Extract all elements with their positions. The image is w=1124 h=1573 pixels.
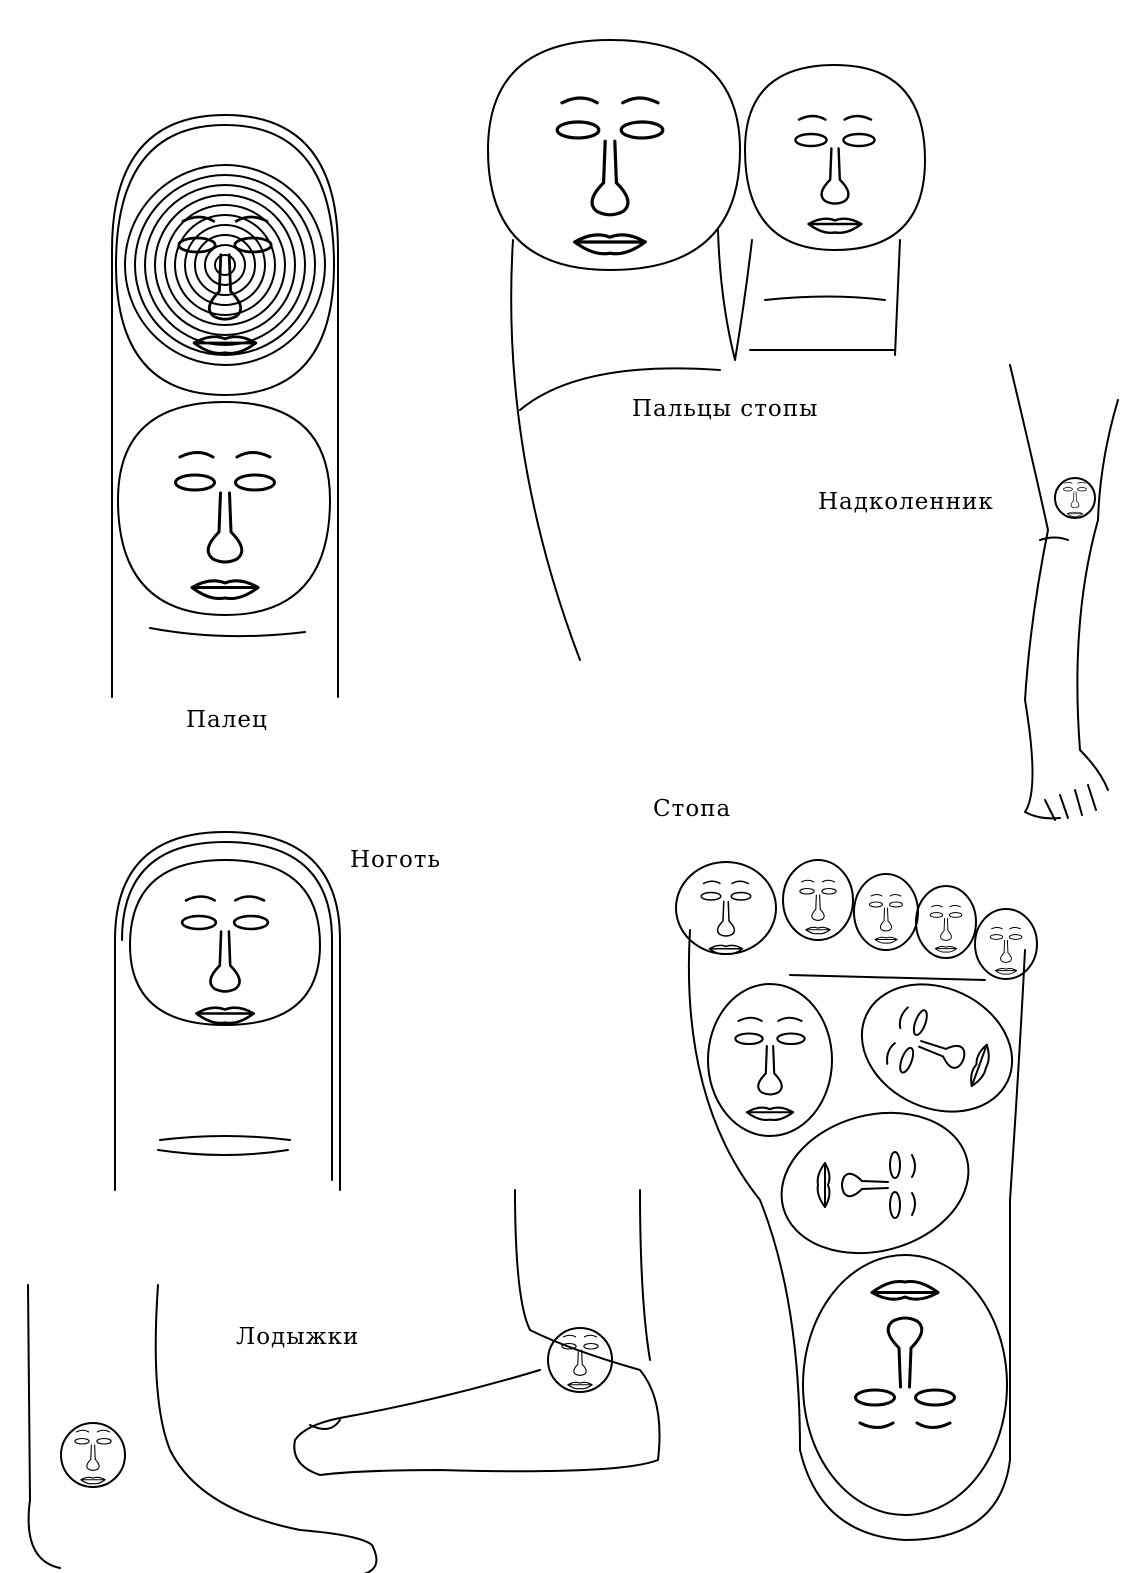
- ankles-drawing: [28, 1190, 660, 1573]
- fingerprint-face: [116, 125, 334, 395]
- leg-drawing: [1010, 365, 1118, 820]
- finger-drawing: [112, 115, 338, 697]
- label-nail: Ноготь: [350, 847, 441, 873]
- toes-drawing: [488, 40, 925, 660]
- label-toes: Пальцы стопы: [632, 396, 818, 422]
- label-ankles: Лодыжки: [236, 1324, 359, 1350]
- label-finger: Палец: [186, 707, 268, 733]
- sole-drawing: [676, 860, 1037, 1540]
- nail-drawing: [115, 832, 340, 1190]
- label-foot: Стопа: [653, 796, 731, 822]
- label-kneecap: Надколенник: [818, 489, 994, 515]
